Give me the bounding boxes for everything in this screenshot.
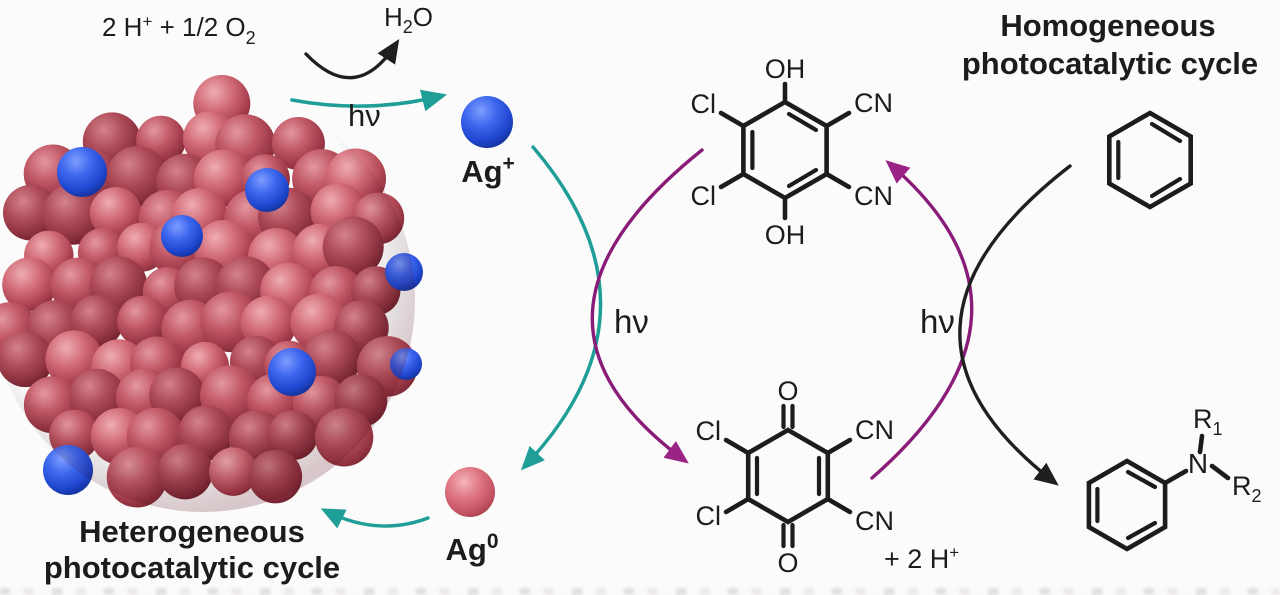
ddqh2-cn-top-label: CN <box>854 88 893 118</box>
silver-metal-sphere <box>445 467 495 517</box>
water-label: H2O <box>384 2 433 37</box>
black-arrow-benzene-to-product <box>958 164 1072 486</box>
water-formation-arrow <box>304 39 400 80</box>
homogeneous-title-line1: Homogeneous <box>1000 8 1215 43</box>
teal-arrow-ag0-return <box>320 508 430 529</box>
ddq-cn-top-label: CN <box>855 415 894 445</box>
ddqh2-oh-bottom-label: OH <box>765 220 806 250</box>
ddq-cl-bottom-label: Cl <box>696 501 722 531</box>
purple-arrow-ddqh2-to-ddq <box>590 148 704 464</box>
product-structure: N R1 R2 <box>1086 404 1262 552</box>
photon-label-top: hν <box>348 98 381 133</box>
ddq-o-bottom-label: O <box>777 548 798 578</box>
ddqh2-structure: OH OH Cl Cl CN CN <box>691 54 894 250</box>
heterogeneous-title-line1: Heterogeneous <box>79 514 305 549</box>
silver-metal-label: Ag0 <box>445 530 498 567</box>
purple-arrow-ddq-to-ddqh2 <box>870 160 974 480</box>
ddqh2-cl-bottom-label: Cl <box>691 181 717 211</box>
product-n-label: N <box>1188 448 1208 479</box>
silver-ion-label: Ag+ <box>461 152 515 189</box>
product-r1-label: R1 <box>1193 404 1223 439</box>
reactants-label: 2 H+ + 1/2 O2 <box>102 12 256 48</box>
silver-ion-sphere <box>461 96 513 148</box>
benzene-structure <box>1107 110 1193 210</box>
homogeneous-title-line2: photocatalytic cycle <box>962 46 1258 81</box>
bottom-crop-artifact <box>0 588 1280 595</box>
product-r2-label: R2 <box>1232 471 1262 506</box>
ddq-byproduct-label: + 2 H+ <box>884 543 959 574</box>
photon-label-right: hν <box>920 303 955 340</box>
heterogeneous-title-line2: photocatalytic cycle <box>44 550 340 585</box>
photon-label-left: hν <box>614 303 649 340</box>
ddq-structure: O O Cl Cl CN CN + 2 H+ <box>696 376 960 578</box>
teal-arrow-particle-to-agplus <box>290 89 448 112</box>
teal-arrow-agplus-to-ag0 <box>520 145 603 471</box>
ddq-cn-bottom-label: CN <box>855 506 894 536</box>
ddqh2-cl-top-label: Cl <box>691 89 717 119</box>
ddq-cl-top-label: Cl <box>696 416 722 446</box>
ddqh2-oh-top-label: OH <box>765 54 806 84</box>
ddqh2-cn-bottom-label: CN <box>854 181 893 211</box>
cluster-shading <box>0 88 415 512</box>
ddq-o-top-label: O <box>777 376 798 406</box>
